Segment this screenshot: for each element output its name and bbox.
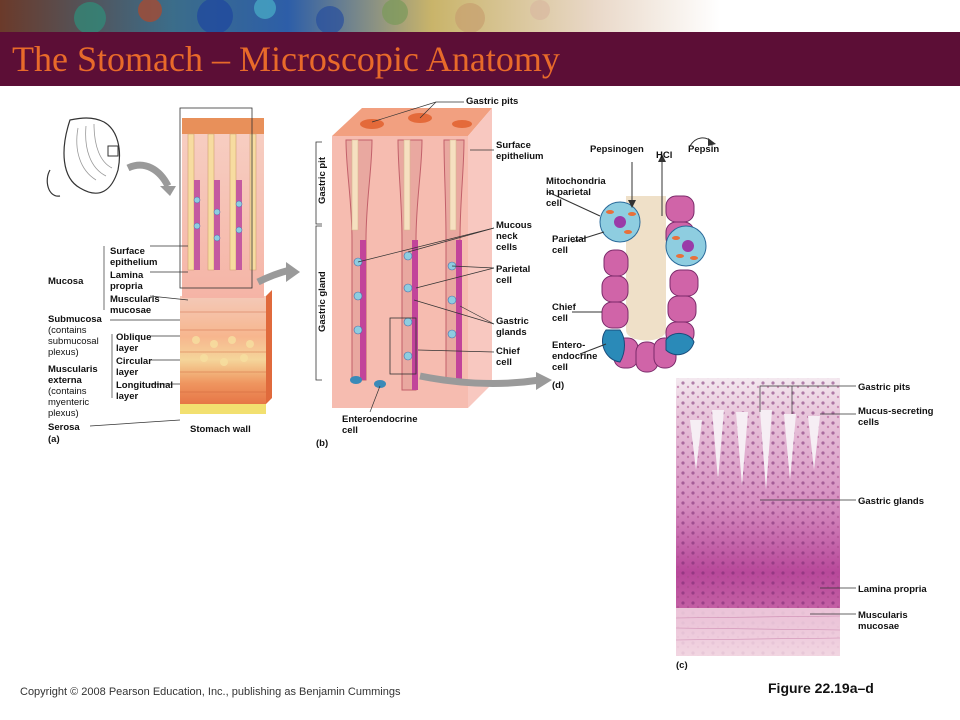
label-gastric-glands-c: Gastric glands <box>858 496 924 507</box>
label-mucous-neck-1: Mucous <box>496 220 532 231</box>
label-oblique-2: layer <box>116 343 138 354</box>
label-parietal-b-2: cell <box>496 275 512 286</box>
label-submucosa-1: Submucosa <box>48 314 103 325</box>
label-mitochondria-3: cell <box>546 198 562 209</box>
label-muscularis-mucosae-a-2: mucosae <box>110 305 151 316</box>
label-hcl: HCl <box>656 150 672 161</box>
label-parietal-d-2: cell <box>552 245 568 256</box>
label-parietal-b-1: Parietal <box>496 264 530 275</box>
label-gastric-glands-b-1: Gastric <box>496 316 529 327</box>
stomach-anatomy-figure: Mucosa Surface epithelium Lamina propria… <box>46 96 934 671</box>
label-muscularis-externa-1: Muscularis <box>48 364 98 375</box>
label-longitudinal-1: Longitudinal <box>116 380 173 391</box>
label-surface-epithelium-a-1: Surface <box>110 246 145 257</box>
label-muscularis-externa-2: externa <box>48 375 83 386</box>
label-enteroendocrine-d-1: Entero- <box>552 340 585 351</box>
label-circular-2: layer <box>116 367 138 378</box>
figure-reference: Figure 22.19a–d <box>768 680 874 696</box>
label-oblique-1: Oblique <box>116 332 151 343</box>
label-mucous-neck-2: neck <box>496 231 518 242</box>
label-surface-epithelium-b-1: Surface <box>496 140 531 151</box>
label-lamina-propria-c: Lamina propria <box>858 584 927 595</box>
label-enteroendocrine-b-2: cell <box>342 425 358 436</box>
panel-c-micrograph: Gastric pits Mucus-secreting cells Gastr… <box>675 378 934 671</box>
label-enteroendocrine-d-2: endocrine <box>552 351 597 362</box>
label-surface-epithelium-a-2: epithelium <box>110 257 158 268</box>
label-mucus-secreting-2: cells <box>858 417 879 428</box>
label-lamina-propria-a-2: propria <box>110 281 143 292</box>
label-gastric-pits-c: Gastric pits <box>858 382 910 393</box>
page-title: The Stomach – Microscopic Anatomy <box>12 39 560 79</box>
label-enteroendocrine-d-3: cell <box>552 362 568 373</box>
panel-b-tag: (b) <box>316 438 328 449</box>
label-chief-b-2: cell <box>496 357 512 368</box>
label-circular-1: Circular <box>116 356 152 367</box>
label-submucosa-3: submucosal <box>48 336 99 347</box>
label-submucosa-4: plexus) <box>48 347 79 358</box>
panel-a-stomach-wall: Mucosa Surface epithelium Lamina propria… <box>46 107 300 445</box>
label-chief-d-2: cell <box>552 313 568 324</box>
label-chief-b-1: Chief <box>496 346 521 357</box>
decorative-banner <box>0 0 960 32</box>
label-muscularis-externa-5: plexus) <box>48 408 79 419</box>
label-mucous-neck-3: cells <box>496 242 517 253</box>
label-gastric-pits-b: Gastric pits <box>466 96 518 107</box>
label-pepsin: Pepsin <box>688 144 719 155</box>
label-muscularis-mucosae-a-1: Muscularis <box>110 294 160 305</box>
label-muscularis-externa-3: (contains <box>48 386 87 397</box>
label-submucosa-2: (contains <box>48 325 87 336</box>
label-parietal-d-1: Parietal <box>552 234 586 245</box>
copyright-notice: Copyright © 2008 Pearson Education, Inc.… <box>20 686 401 698</box>
label-mitochondria-1: Mitochondria <box>546 176 606 187</box>
panel-c-tag: (c) <box>676 660 688 671</box>
label-muscularis-mucosae-c-2: mucosae <box>858 621 899 632</box>
label-longitudinal-2: layer <box>116 391 138 402</box>
label-muscularis-mucosae-c-1: Muscularis <box>858 610 908 621</box>
label-enteroendocrine-b-1: Enteroendocrine <box>342 414 418 425</box>
label-muscularis-externa-4: myenteric <box>48 397 89 408</box>
label-chief-d-1: Chief <box>552 302 577 313</box>
label-mucus-secreting-1: Mucus-secreting <box>858 406 934 417</box>
label-mucosa: Mucosa <box>48 276 84 287</box>
panel-a-tag: (a) <box>48 434 60 445</box>
title-bar: The Stomach – Microscopic Anatomy <box>0 32 960 86</box>
panel-d-tag: (d) <box>552 380 564 391</box>
panel-b-gastric-gland: Gastric pit Gastric gland Gastric pits S… <box>315 96 552 449</box>
label-lamina-propria-a-1: Lamina <box>110 270 144 281</box>
label-gastric-gland-vertical: Gastric gland <box>317 271 328 332</box>
label-mitochondria-2: in parietal <box>546 187 591 198</box>
label-gastric-glands-b-2: glands <box>496 327 527 338</box>
label-gastric-pit-vertical: Gastric pit <box>317 156 328 204</box>
label-stomach-wall: Stomach wall <box>190 424 251 435</box>
label-surface-epithelium-b-2: epithelium <box>496 151 544 162</box>
label-serosa: Serosa <box>48 422 80 433</box>
label-pepsinogen: Pepsinogen <box>590 144 644 155</box>
panel-d-gland-cells: Pepsinogen Pepsin HCl Mitochondria in pa… <box>546 137 719 391</box>
